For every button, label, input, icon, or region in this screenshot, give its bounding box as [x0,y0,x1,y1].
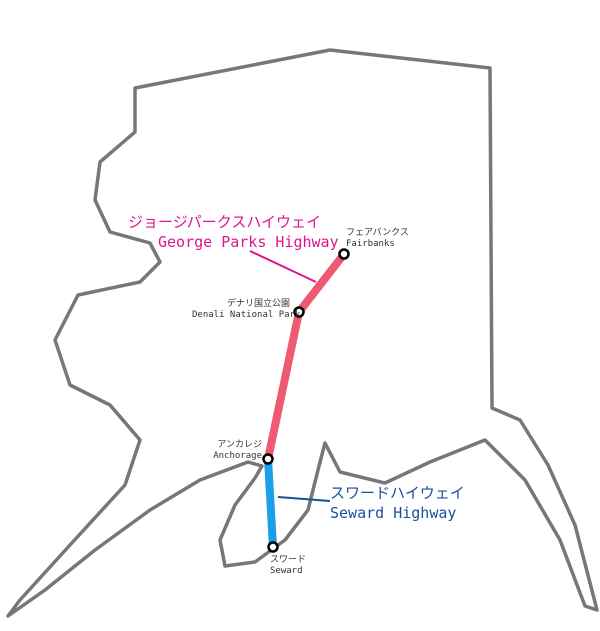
seward-highway-route [264,458,277,548]
parks-highway-name-ja: ジョージパークスハイウェイ [128,213,322,231]
seward-leader-line [277,496,331,502]
parks-highway-name-en: George Parks Highway [158,233,339,251]
seward-label: スワード Seward [270,555,306,577]
seward-marker[interactable] [267,541,279,553]
denali-name-en: Denali National Park [192,310,301,320]
anchorage-name-en: Anchorage [213,451,262,461]
fairbanks-marker[interactable] [338,248,350,260]
parks-highway-route [295,251,348,315]
denali-label: デナリ国立公園 Denali National Park [192,299,301,321]
denali-marker[interactable] [293,306,305,318]
anchorage-marker[interactable] [262,453,274,465]
fairbanks-name-en: Fairbanks [346,239,395,249]
denali-name-ja: デナリ国立公園 [226,299,290,309]
anchorage-name-ja: アンカレジ [217,440,262,450]
parks-leader-line [249,250,317,283]
seward-name-ja: スワード [270,555,307,565]
seward-highway-name-en: Seward Highway [330,504,457,522]
alaska-outline [6,48,599,618]
parks-highway-label: ジョージパークスハイウェイ George Parks Highway [128,212,339,252]
parks-highway-route-south [264,311,303,460]
seward-highway-name-ja: スワードハイウェイ [330,484,465,502]
anchorage-label: アンカレジ Anchorage [212,440,262,462]
seward-highway-label: スワードハイウェイ Seward Highway [330,483,465,523]
fairbanks-label: フェアバンクス Fairbanks [346,228,409,250]
fairbanks-name-ja: フェアバンクス [346,228,409,238]
seward-name-en: Seward [270,566,303,576]
